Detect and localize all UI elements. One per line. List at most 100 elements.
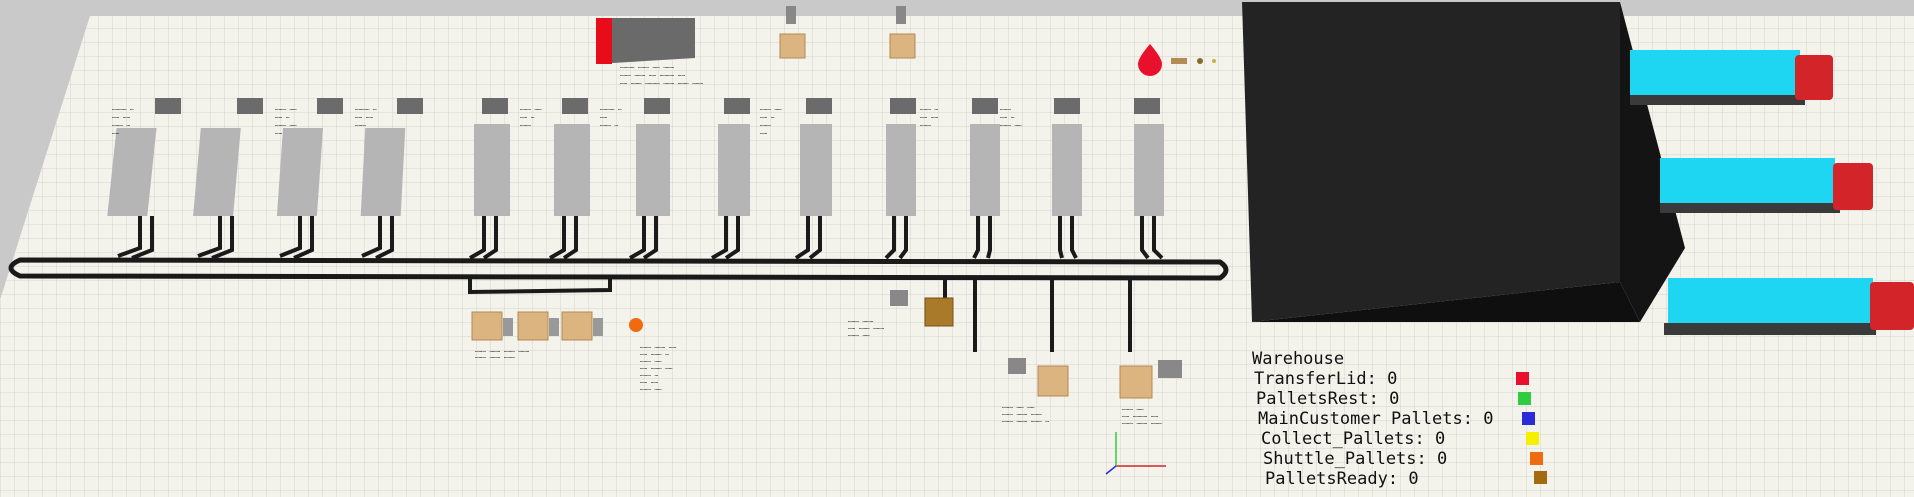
svg-text:………… ……… …… ………: ………… ……… …… ……… (620, 63, 675, 70)
svg-text:……… ……: ……… …… (1000, 121, 1022, 128)
pallet-box-icon[interactable] (1119, 360, 1182, 399)
pallet-box-icon[interactable] (889, 6, 916, 59)
machine-icon[interactable] (794, 98, 832, 260)
info-label: ……… …………… ……… ……………… …… (848, 317, 885, 338)
pallet-box-icon[interactable] (471, 311, 513, 341)
machine-icon[interactable] (970, 98, 1000, 259)
legend-item-shuttle-pallets: Shuttle_Pallets: 0 (1263, 449, 1447, 469)
machine-icon[interactable] (1134, 98, 1164, 260)
svg-text:…… ……… …: …… ……… … (640, 350, 669, 357)
small-item (1197, 58, 1203, 64)
svg-text:…… ……… ………… ……… ……… ………: …… ……… ………… ……… ……… ……… (620, 79, 703, 86)
axis-gizmo-icon (1105, 432, 1166, 475)
conveyor-branch[interactable] (468, 278, 612, 295)
svg-text:…… …: …… … (760, 113, 775, 120)
pallet-box-icon[interactable] (517, 311, 559, 341)
machine-icon[interactable] (276, 98, 343, 260)
machine-info-labels: ………… ……… …………… ……… ……… ………… ………… ………… ……… (112, 105, 1022, 136)
svg-text:……… ……: ……… …… (1122, 405, 1144, 412)
svg-text:…… ……… ………: …… ……… ……… (848, 324, 885, 331)
svg-text:……… …… ……: ……… …… …… (1002, 403, 1035, 410)
svg-text:……… ……: ……… …… (848, 331, 870, 338)
svg-text:……… ……: ……… …… (520, 105, 542, 112)
svg-text:……… …: ……… … (640, 371, 658, 378)
svg-text:………: ……… (355, 121, 366, 128)
svg-text:…… …: …… … (520, 113, 535, 120)
machine-icon[interactable] (469, 98, 510, 260)
info-label: ……… …… …………… ……… ……………… ……… ……… … ……… ……… (1002, 403, 1162, 426)
svg-text:………: ……… (1000, 105, 1011, 112)
source-droplet-icon[interactable] (1138, 44, 1162, 76)
truck-icon[interactable] (1630, 50, 1833, 105)
pallet-box-icon[interactable] (779, 6, 806, 59)
legend-item-collect-pallets: Collect_Pallets: 0 (1261, 429, 1445, 449)
truck-icon[interactable] (1664, 278, 1914, 335)
legend-swatch (1518, 392, 1531, 405)
small-box (1171, 58, 1187, 64)
svg-text:……: …… (112, 129, 120, 136)
svg-text:………: ……… (760, 121, 771, 128)
svg-text:……… ……… ………: ……… ……… ……… (475, 353, 515, 360)
machine-icon[interactable] (193, 98, 263, 260)
svg-text:………: ……… (920, 121, 931, 128)
svg-text:……… ……: ……… …… (275, 121, 297, 128)
machine-icon[interactable] (549, 98, 590, 260)
truck-icon[interactable] (1660, 158, 1873, 213)
svg-text:…… ……: …… …… (640, 378, 658, 385)
svg-text:……: …… (760, 129, 768, 136)
machine-icon[interactable] (107, 98, 181, 260)
svg-text:…… ………… ……: …… ………… …… (1122, 412, 1159, 419)
conveyor-loop[interactable] (8, 257, 1229, 281)
svg-text:…… …: …… … (1000, 113, 1015, 120)
pallet-box-icon[interactable] (890, 290, 954, 327)
machine-icon[interactable] (360, 98, 423, 260)
legend-swatch (1526, 432, 1539, 445)
warehouse-building-icon[interactable] (1242, 2, 1685, 322)
legend-swatch (1522, 412, 1535, 425)
small-item (1212, 59, 1216, 63)
svg-text:……… ……… ………: ……… ……… ……… (1002, 410, 1042, 417)
svg-text:……… ……: ……… …… (275, 105, 297, 112)
svg-text:……… ……… …… ………… ……: ……… ……… …… ………… …… (620, 71, 685, 78)
storage-rack[interactable] (596, 18, 695, 64)
svg-text:……… ……: ……… …… (640, 385, 662, 392)
legend-title: Warehouse (1252, 349, 1344, 369)
legend-swatch (1530, 452, 1543, 465)
svg-text:……… …: ……… … (112, 121, 130, 128)
svg-text:……… …: ……… … (600, 121, 618, 128)
svg-text:……: …… (600, 113, 608, 120)
svg-text:…… ……: …… …… (355, 113, 373, 120)
svg-text:……… …: ……… … (920, 105, 938, 112)
legend-swatch (1516, 372, 1529, 385)
legend-item-palletsrest: PalletsRest: 0 (1256, 389, 1399, 409)
machine-icon[interactable] (1052, 98, 1082, 259)
warehouse-legend: Warehouse TransferLid: 0 PalletsRest: 0 … (1252, 349, 1547, 489)
svg-text:…… ……… ……: …… ……… …… (640, 364, 673, 371)
legend-item-transferlid: TransferLid: 0 (1254, 369, 1397, 389)
legend-swatch (1534, 471, 1547, 484)
svg-text:……… ……… ………: ……… ……… ……… (1122, 419, 1162, 426)
svg-text:………… …: ………… … (355, 105, 377, 112)
svg-text:………… …: ………… … (112, 105, 134, 112)
svg-text:…… ……: …… …… (920, 113, 938, 120)
svg-text:……… ……… ……… …: ……… ……… ……… … (1002, 417, 1049, 424)
machine-icon[interactable] (629, 98, 670, 260)
machine-icon[interactable] (884, 98, 916, 260)
legend-item-maincustomer-pallets: MainCustomer Pallets: 0 (1258, 409, 1493, 429)
svg-text:…… ……: …… …… (112, 113, 130, 120)
svg-text:……: …… (275, 129, 283, 136)
info-label: ……… ……… ………… ……… ………… …… …… ……… …………… ……… (640, 343, 677, 392)
svg-text:……… ……: ……… …… (760, 105, 782, 112)
svg-text:……… ……: ……… …… (640, 357, 662, 364)
pallet-box-icon[interactable] (561, 311, 603, 341)
svg-text:………… …: ………… … (600, 105, 622, 112)
pallet-box-icon[interactable] (1008, 358, 1069, 397)
legend-item-palletsready: PalletsReady: 0 (1265, 469, 1419, 489)
svg-text:………: ……… (520, 121, 531, 128)
svg-text:…… …: …… … (275, 113, 290, 120)
svg-text:……… ……… ……: ……… ……… …… (640, 343, 677, 350)
svg-text:……… ………: ……… ……… (848, 317, 874, 324)
svg-text:……… ……… ……… ………: ……… ……… ……… ……… (475, 347, 530, 354)
machine-icon[interactable] (711, 98, 750, 260)
